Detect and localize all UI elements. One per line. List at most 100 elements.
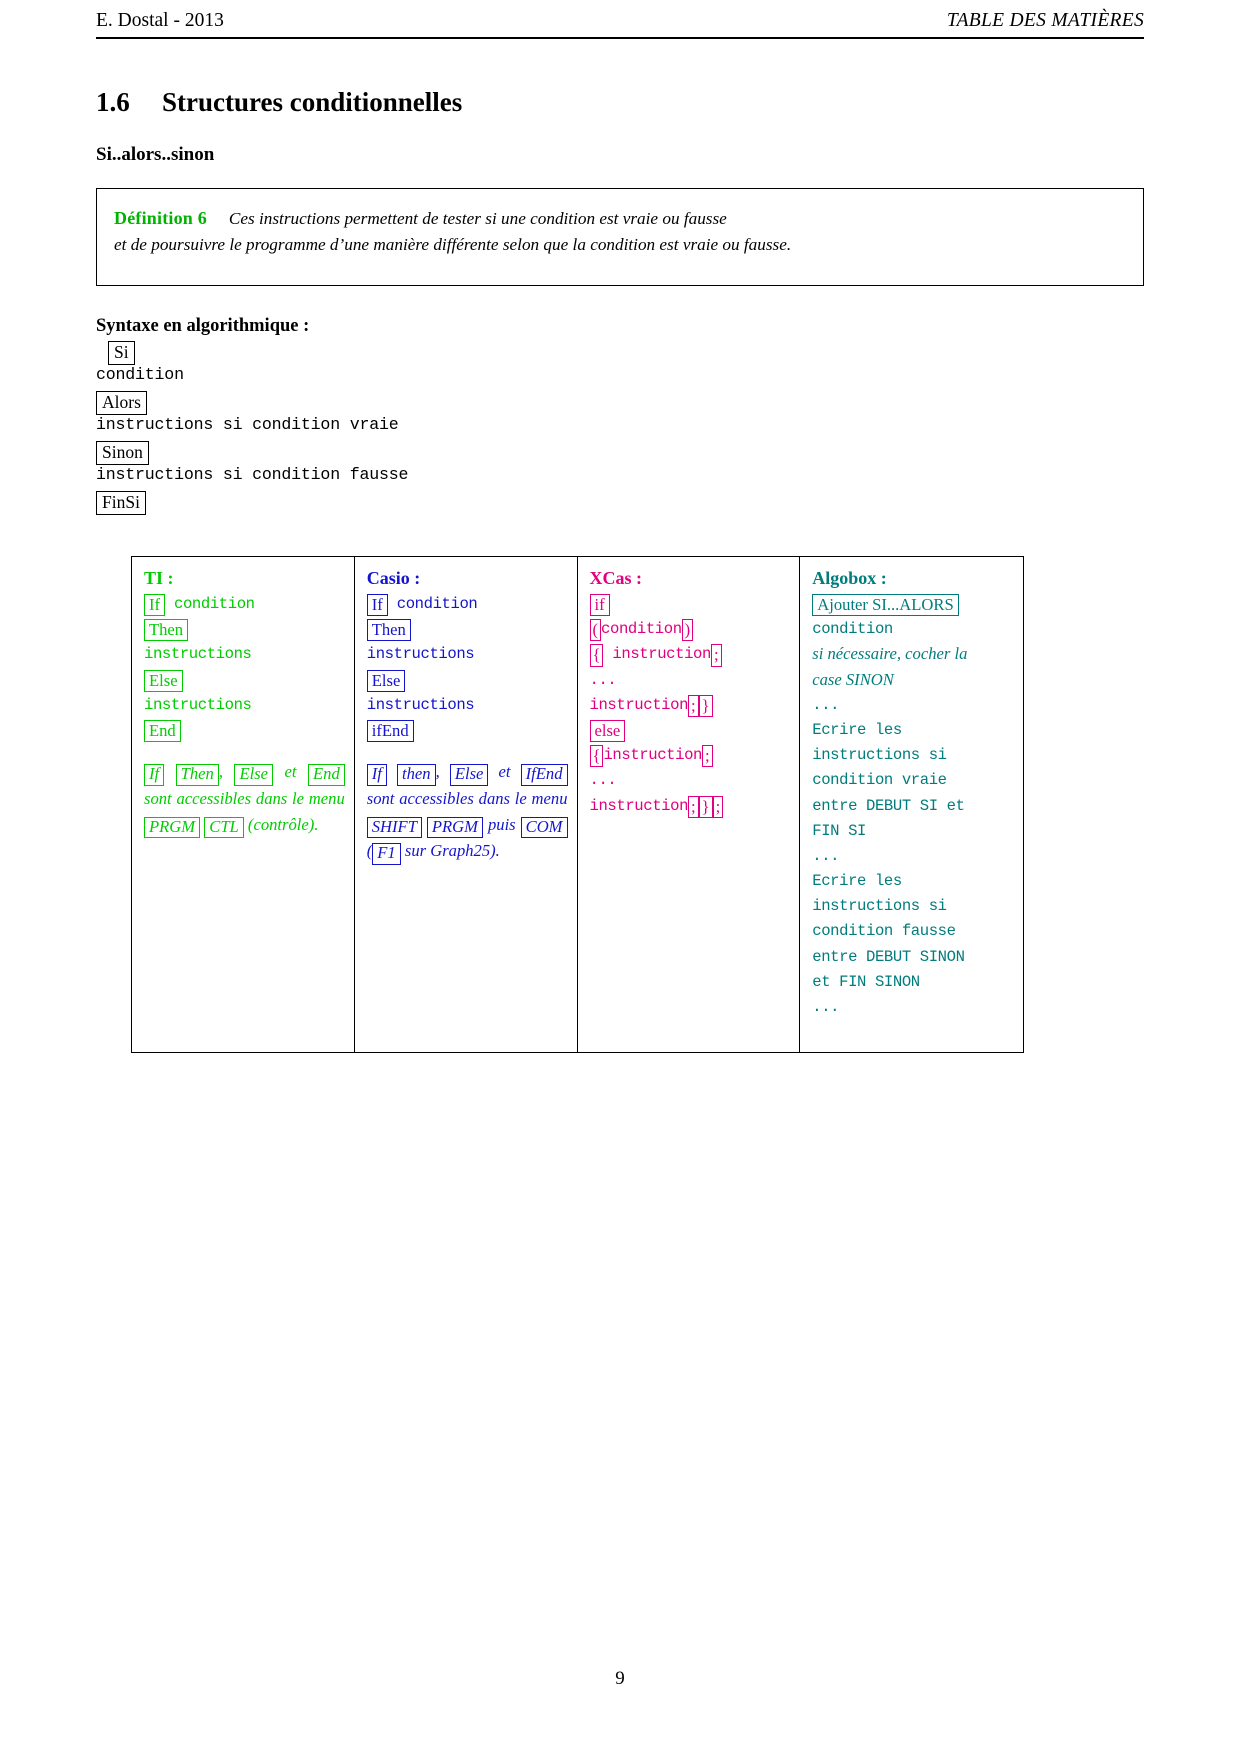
- keyword-box: ): [681, 619, 694, 642]
- platform-code-line: instruction;}: [590, 692, 791, 717]
- syntax-row: Si: [96, 341, 1144, 366]
- code-text: instructions: [366, 695, 475, 714]
- platform-code-line: End: [144, 717, 345, 743]
- platform-note-ti: If Then, Else et End sont accessibles da…: [144, 759, 345, 839]
- keyword-box: Else: [234, 764, 274, 786]
- platform-code-line: instructions: [144, 692, 345, 717]
- code-text: instruction: [603, 746, 703, 765]
- section-title: Structures conditionnelles: [162, 87, 463, 117]
- platform-code-line: FIN SI: [812, 818, 1014, 843]
- syntax-code-line: instructions si condition fausse: [96, 465, 409, 484]
- keyword-box: End: [144, 719, 181, 743]
- platform-code-line: instructions si: [812, 742, 1014, 767]
- syntax-row: Sinon: [96, 441, 1144, 466]
- note-text: case SINON: [812, 669, 894, 689]
- platform-code-line: { instruction;: [589, 641, 791, 667]
- code-text: instructions: [144, 695, 252, 714]
- definition-line-2: et de poursuivre le programme d’une mani…: [114, 235, 792, 254]
- keyword-box: }: [698, 694, 713, 717]
- header-rule: [96, 37, 1144, 39]
- code-text: condition: [387, 595, 478, 613]
- syntax-code-line: condition: [96, 365, 184, 384]
- keyword-box: F1: [372, 843, 401, 865]
- section-heading: 1.6 Structures conditionnelles: [96, 87, 1144, 118]
- syntax-row: FinSi: [96, 491, 1144, 516]
- code-text: instructions: [144, 645, 252, 664]
- keyword-box: if: [589, 594, 610, 617]
- syntax-heading: Syntaxe en algorithmique :: [96, 316, 310, 336]
- header-title: TABLE DES MATIÈRES: [946, 10, 1144, 31]
- keyword-box: Else: [366, 669, 406, 692]
- platform-code-line: ...: [590, 767, 791, 792]
- platform-title-xcas: XCas :: [589, 568, 643, 588]
- platform-code-line: Else: [366, 667, 568, 692]
- note-fragment: ,: [218, 762, 235, 782]
- note-fragment: sur Graph25).: [400, 841, 500, 861]
- syntax-row: Alors: [96, 391, 1144, 416]
- syntax-keyword-box: Sinon: [96, 441, 149, 465]
- platform-note-casio: If then, Else et IfEnd sont accessibles …: [366, 759, 568, 865]
- code-text: et FIN SINON: [812, 972, 920, 991]
- platform-code-line: {instruction;: [589, 742, 791, 768]
- platform-code-line: entre DEBUT SI et: [812, 793, 1014, 818]
- syntax-row: instructions si condition vraie: [96, 416, 1144, 441]
- note-fragment: puis: [483, 814, 521, 834]
- platform-title-algobox: Algobox :: [812, 568, 887, 588]
- platform-code-line: ...: [812, 692, 1014, 717]
- platform-code-line: instructions: [367, 641, 568, 666]
- definition-line-1: Définition 6 Ces instructions permettent …: [114, 205, 1126, 232]
- keyword-box: {: [589, 745, 604, 768]
- code-text: instructions si: [812, 746, 947, 765]
- ellipsis-text: ...: [589, 771, 617, 790]
- keyword-box: ifEnd: [366, 719, 414, 743]
- platform-code-line: ...: [812, 843, 1014, 868]
- note-fragment: [164, 762, 176, 781]
- code-text: FIN SI: [812, 821, 866, 840]
- platform-code-line: instructions: [367, 692, 568, 717]
- keyword-box: Then: [366, 619, 411, 642]
- code-text: instruction: [589, 796, 689, 815]
- platform-code-line: et FIN SINON: [812, 969, 1014, 994]
- subsection-title: Si..alors..sinon: [96, 144, 215, 165]
- keyword-box: If: [366, 764, 387, 786]
- keyword-box: End: [308, 764, 345, 786]
- keyword-box: ;: [688, 795, 699, 818]
- keyword-box: ;: [712, 795, 724, 818]
- keyword-box: ;: [702, 745, 713, 768]
- keyword-box: then: [397, 764, 436, 786]
- keyword-box: If: [144, 764, 165, 786]
- keyword-box: ;: [710, 644, 722, 667]
- keyword-box: Then: [175, 764, 219, 786]
- definition-label: Définition 6: [114, 208, 207, 228]
- keyword-box: If: [144, 594, 166, 617]
- keyword-box: COM: [520, 816, 568, 839]
- keyword-box: SHIFT: [366, 816, 422, 839]
- platform-code-line: Ecrire les: [812, 717, 1014, 742]
- ellipsis-text: ...: [812, 998, 840, 1016]
- platform-code-line: Ecrire les: [812, 868, 1014, 893]
- platform-code-line: si nécessaire, cocher la: [812, 641, 1014, 666]
- syntax-keyword-box: Alors: [96, 391, 147, 415]
- code-text: condition: [165, 595, 255, 613]
- code-text: condition vraie: [812, 771, 947, 790]
- syntax-row: instructions si condition fausse: [96, 466, 1144, 491]
- note-fragment: sont accessibles dans le menu: [366, 788, 568, 808]
- platform-code-line: Else: [144, 667, 345, 692]
- keyword-box: ;: [688, 694, 699, 717]
- note-text: si nécessaire, cocher la: [812, 644, 968, 664]
- platform-title-ti: TI :: [144, 568, 174, 588]
- code-text: condition fausse: [812, 922, 956, 941]
- keyword-box: }: [698, 795, 713, 818]
- keyword-box: Ajouter SI...ALORS: [812, 594, 959, 617]
- platform-code-line: Then: [144, 616, 345, 642]
- platform-code-line: else: [589, 717, 791, 743]
- platform-code-line: ...: [812, 994, 1014, 1019]
- note-fragment: et: [488, 762, 521, 782]
- platform-code-line: if: [589, 591, 791, 617]
- platform-code-line: If condition: [144, 591, 345, 617]
- syntax-row: condition: [96, 366, 1144, 391]
- definition-text-1: Ces instructions permettent de tester si…: [228, 209, 727, 228]
- syntax-keyword-box: FinSi: [96, 491, 146, 515]
